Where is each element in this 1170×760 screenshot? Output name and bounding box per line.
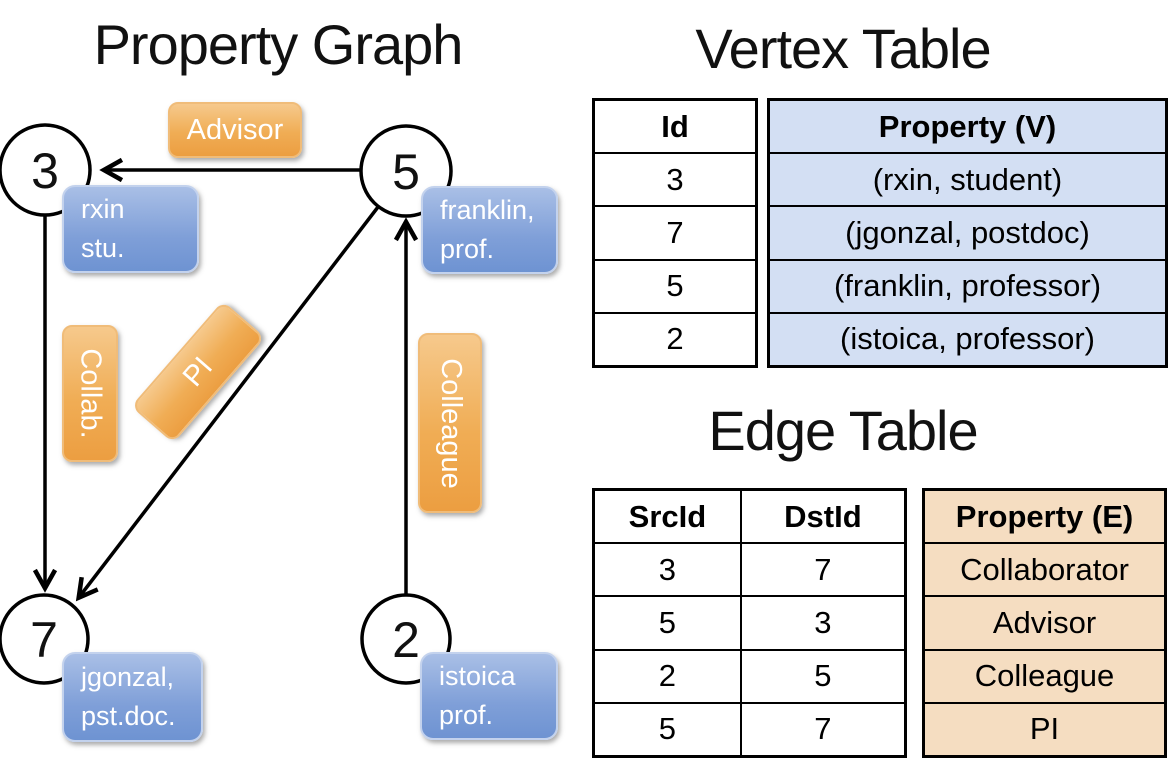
edge-table-property-cell: PI — [925, 701, 1164, 755]
edge-table-dst-cell: 5 — [741, 648, 904, 702]
vertex-table-property-cell: (istoica, professor) — [770, 311, 1165, 365]
edge-table-property-header: Property (E) — [955, 498, 1134, 534]
edge-label-advisor-text: Advisor — [186, 113, 284, 146]
vertex-table-property-column: Property (V) (rxin, student) (jgonzal, p… — [767, 98, 1168, 368]
property-graph-title: Property Graph — [93, 13, 464, 76]
vertex-property-line: rxin — [81, 193, 125, 224]
vertex-property-line: prof. — [440, 234, 495, 264]
edge-label-collab-text: Collab. — [74, 348, 107, 439]
vertex-table-title: Vertex Table — [695, 17, 991, 80]
vertex-table-id-column: Id 3 7 5 2 — [592, 98, 758, 368]
vertex-table-id-cell: 2 — [595, 311, 755, 365]
node-7-id: 7 — [30, 612, 58, 668]
edge-label-colleague: Colleague — [418, 333, 482, 513]
edge-table-src-cell: 5 — [595, 595, 740, 648]
vertex-property-line: stu. — [81, 233, 125, 263]
edge-table-dst-header: DstId — [784, 498, 862, 534]
vertex-property-line: istoica — [439, 660, 516, 691]
edge-table-property-column: Property (E) Collaborator Advisor Collea… — [922, 488, 1167, 758]
edge-label-collab: Collab. — [62, 325, 118, 462]
edge-table-src-cell: 2 — [595, 648, 740, 702]
edge-pi-5-to-7 — [75, 205, 380, 602]
vertex-table-property-cell: (jgonzal, postdoc) — [770, 205, 1165, 258]
edge-table-dst-column: DstId 7 3 5 7 — [739, 491, 904, 755]
edge-table-src-column: SrcId 3 5 2 5 — [595, 491, 740, 755]
vertex-table-id-cell: 3 — [595, 152, 755, 205]
node-3-id: 3 — [31, 143, 59, 199]
edge-table-title: Edge Table — [708, 399, 978, 462]
vertex-table-id-cell: 7 — [595, 205, 755, 258]
vertex-table-property-cell: (rxin, student) — [770, 152, 1165, 205]
vertex-table-property-header: Property (V) — [878, 108, 1057, 144]
edge-table-dst-cell: 3 — [741, 595, 904, 648]
edge-label-pi-text: PI — [176, 350, 219, 393]
edge-table-property-cell: Colleague — [925, 648, 1164, 702]
vertex-property-box-rxin: rxin stu. — [62, 185, 199, 273]
edge-label-advisor: Advisor — [168, 102, 302, 158]
vertex-property-line: franklin, — [440, 194, 535, 225]
vertex-property-line: pst.doc. — [81, 701, 176, 731]
vertex-table-property-cell: (franklin, professor) — [770, 258, 1165, 312]
edge-table-dst-cell: 7 — [741, 542, 904, 595]
vertex-property-box-istoica: istoica prof. — [420, 652, 558, 740]
edge-table-src-cell: 3 — [595, 542, 740, 595]
vertex-property-line: prof. — [439, 700, 494, 730]
edge-table-dst-cell: 7 — [741, 701, 904, 755]
edge-label-colleague-text: Colleague — [434, 357, 467, 489]
node-5-id: 5 — [392, 144, 420, 200]
node-2-id: 2 — [392, 612, 420, 668]
edge-table-src-header: SrcId — [628, 498, 707, 534]
vertex-property-line: jgonzal, — [81, 661, 175, 692]
vertex-property-box-jgonzal: jgonzal, pst.doc. — [62, 652, 203, 742]
vertex-table-id-cell: 5 — [595, 258, 755, 312]
vertex-property-box-franklin: franklin, prof. — [421, 186, 558, 274]
edge-table-property-cell: Collaborator — [925, 542, 1164, 595]
edge-table-src-dst-columns: SrcId 3 5 2 5 DstId 7 3 5 7 — [592, 488, 907, 758]
edge-table-src-cell: 5 — [595, 701, 740, 755]
edge-table-property-cell: Advisor — [925, 595, 1164, 648]
vertex-table-id-header: Id — [661, 108, 689, 144]
